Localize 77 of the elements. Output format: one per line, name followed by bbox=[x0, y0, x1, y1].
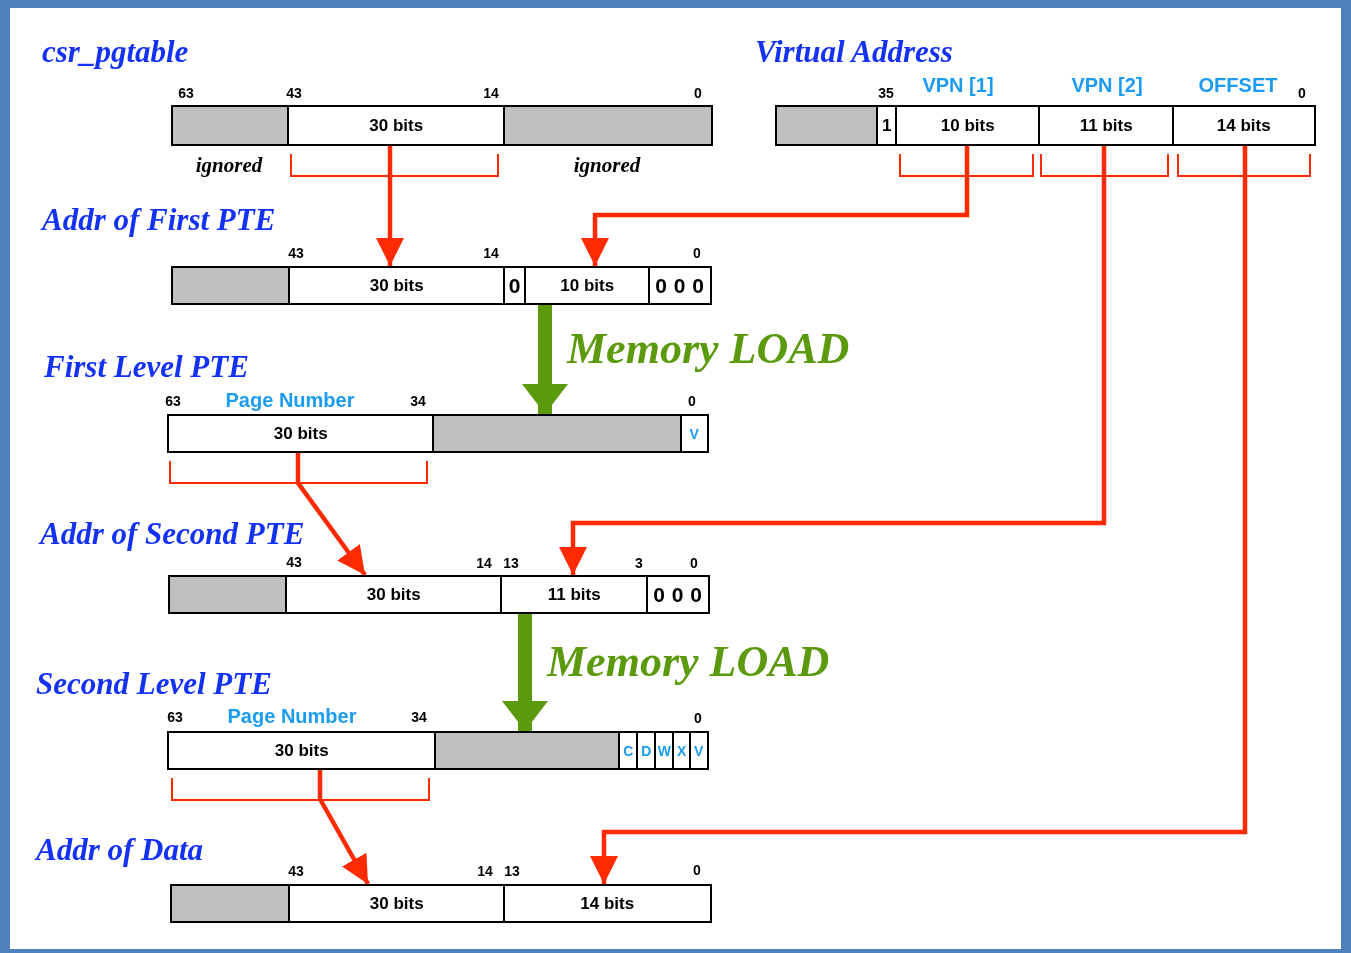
bit-index: 14 bbox=[483, 245, 499, 261]
bit-field: 0 bbox=[503, 266, 527, 305]
bit-field: 0 0 0 bbox=[648, 266, 712, 305]
bit-index: 0 bbox=[694, 85, 702, 101]
bit-field: 0 0 0 bbox=[646, 575, 710, 614]
reserved-field bbox=[503, 105, 713, 146]
register-title: Addr of Data bbox=[36, 832, 204, 868]
bit-index: 0 bbox=[693, 862, 701, 878]
bit-field: 14 bits bbox=[503, 884, 712, 923]
arrow bbox=[581, 146, 970, 266]
field-name: OFFSET bbox=[1198, 73, 1278, 97]
register-title: Addr of Second PTE bbox=[40, 516, 305, 552]
bit-field: 30 bits bbox=[288, 266, 506, 305]
register-title: Addr of First PTE bbox=[42, 202, 276, 238]
bit-index: 14 bbox=[483, 85, 499, 101]
bit-index: 14 bbox=[477, 863, 493, 879]
flag-bit: V bbox=[680, 414, 709, 453]
arrow bbox=[590, 146, 1248, 884]
arrow bbox=[376, 146, 404, 266]
reserved-field bbox=[432, 414, 683, 453]
bit-index: 35 bbox=[878, 85, 894, 101]
bit-field: 14 bits bbox=[1172, 105, 1316, 146]
reserved-field bbox=[171, 266, 291, 305]
bit-index: 0 bbox=[688, 393, 696, 409]
bit-field: 30 bits bbox=[285, 575, 503, 614]
register-title: Second Level PTE bbox=[36, 666, 272, 702]
bit-field: 1 bbox=[876, 105, 898, 146]
register-title: csr_pgtable bbox=[42, 34, 189, 70]
bit-index: 14 bbox=[476, 555, 492, 571]
reserved-field bbox=[168, 575, 288, 614]
bit-index: 0 bbox=[694, 710, 702, 726]
register-title: First Level PTE bbox=[44, 349, 249, 385]
bit-index: 13 bbox=[504, 863, 520, 879]
bit-index: 0 bbox=[1298, 85, 1306, 101]
bit-index: 34 bbox=[410, 393, 426, 409]
field-name: Page Number bbox=[227, 704, 357, 728]
bit-field: 30 bits bbox=[167, 414, 435, 453]
bit-index: 63 bbox=[165, 393, 181, 409]
bit-index: 63 bbox=[178, 85, 194, 101]
bit-index: 13 bbox=[503, 555, 519, 571]
field-name: Page Number bbox=[225, 388, 355, 412]
bit-index: 43 bbox=[286, 554, 302, 570]
bit-index: 43 bbox=[286, 85, 302, 101]
reserved-field bbox=[170, 884, 291, 923]
field-name: VPN [2] bbox=[1071, 73, 1143, 97]
bit-index: 0 bbox=[690, 555, 698, 571]
arrow bbox=[317, 770, 370, 886]
bit-field: 30 bits bbox=[167, 731, 437, 770]
flag-bit: W bbox=[654, 731, 675, 770]
edge-label: Memory LOAD bbox=[547, 635, 830, 686]
arrow bbox=[559, 146, 1107, 575]
bit-field: 10 bits bbox=[895, 105, 1041, 146]
field-note: ignored bbox=[573, 152, 641, 178]
bit-field: 10 bits bbox=[524, 266, 651, 305]
flag-bit: D bbox=[636, 731, 657, 770]
arrow bbox=[295, 453, 367, 577]
load-arrow bbox=[502, 614, 548, 731]
bit-index: 43 bbox=[288, 245, 304, 261]
bit-field: 11 bits bbox=[500, 575, 649, 614]
flag-bit: V bbox=[689, 731, 709, 770]
bit-index: 63 bbox=[167, 709, 183, 725]
flag-bit: C bbox=[618, 731, 639, 770]
field-name: VPN [1] bbox=[922, 73, 994, 97]
edge-label: Memory LOAD bbox=[567, 322, 850, 373]
reserved-field bbox=[171, 105, 290, 146]
bit-index: 3 bbox=[635, 555, 643, 571]
reserved-field bbox=[434, 731, 621, 770]
bit-field: 30 bits bbox=[288, 884, 506, 923]
load-arrow bbox=[522, 305, 568, 414]
register-title: Virtual Address bbox=[755, 34, 953, 70]
bit-index: 0 bbox=[693, 245, 701, 261]
bit-index: 43 bbox=[288, 863, 304, 879]
bit-index: 34 bbox=[411, 709, 427, 725]
field-note: ignored bbox=[195, 152, 263, 178]
reserved-field bbox=[775, 105, 879, 146]
bit-field: 30 bits bbox=[287, 105, 506, 146]
bit-field: 11 bits bbox=[1038, 105, 1175, 146]
